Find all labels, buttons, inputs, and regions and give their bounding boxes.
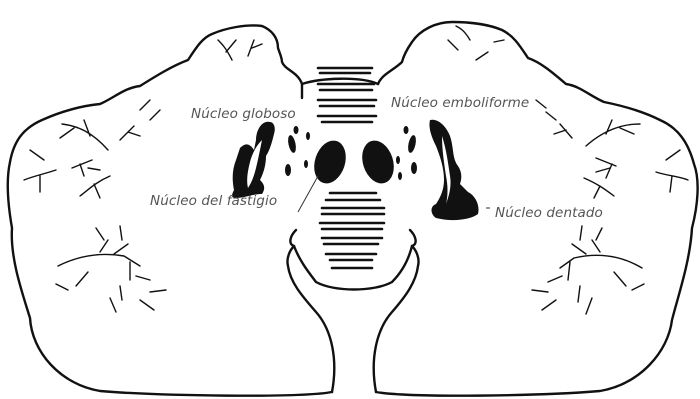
label-nucleo-emboliforme: Núcleo emboliforme (391, 95, 529, 111)
label-nucleo-fastigio: Núcleo del fastigio (150, 193, 277, 209)
right-fastigial-nucleus (357, 136, 399, 187)
leader-fastigio (298, 176, 318, 212)
left-fastigial-nucleus (309, 136, 351, 187)
label-nucleo-dentado: Núcleo dentado (495, 205, 603, 221)
right-arbor-lines (448, 26, 688, 314)
right-dentate-nucleus (429, 120, 478, 220)
label-nucleo-globoso: Núcleo globoso (191, 106, 296, 122)
left-dentate-nucleus (232, 122, 275, 198)
left-arbor-lines (24, 40, 262, 312)
left-hemisphere-outline (8, 25, 332, 395)
